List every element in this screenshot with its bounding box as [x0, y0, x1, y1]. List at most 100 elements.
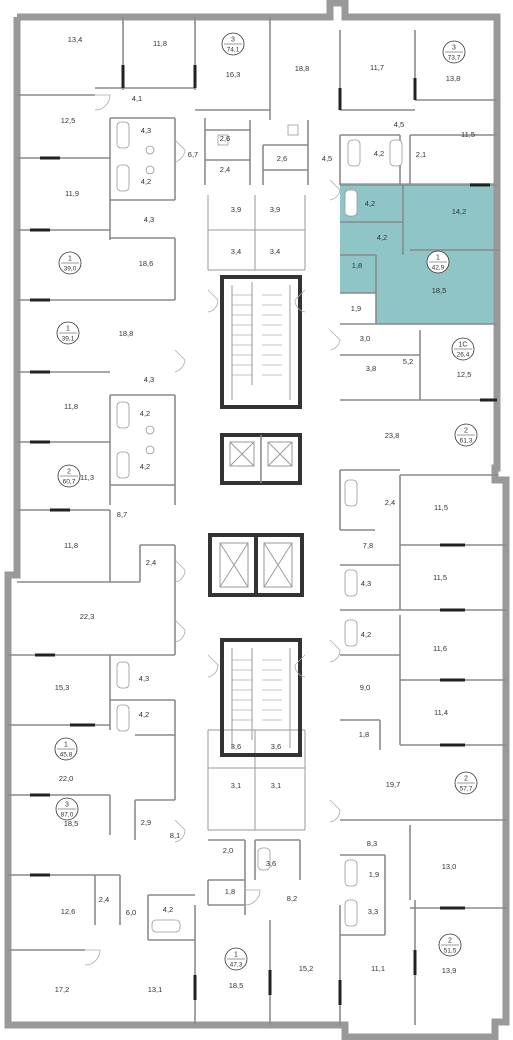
- room-area-label: 3,3: [368, 907, 378, 916]
- room-area-label: 3,6: [271, 742, 281, 751]
- room-area-label: 4,3: [139, 674, 149, 683]
- apartment-total-area: 87,0: [61, 812, 74, 819]
- room-area-label: 18,6: [139, 259, 154, 268]
- room-area-label: 8,1: [170, 831, 180, 840]
- room-area-label: 16,3: [226, 70, 241, 79]
- apartment-marker[interactable]: 373,7: [442, 40, 466, 64]
- room-area-label: 4,2: [361, 630, 371, 639]
- apartment-marker[interactable]: 139,1: [56, 321, 80, 345]
- room-area-label: 4,2: [163, 905, 173, 914]
- room-area-label: 1,9: [351, 304, 361, 313]
- room-area-label: 22,0: [59, 774, 74, 783]
- room-area-label: 11,8: [153, 39, 167, 48]
- room-area-label: 1,9: [369, 870, 379, 879]
- room-area-label: 12,5: [61, 116, 76, 125]
- room-area-label: 4,2: [365, 199, 375, 208]
- apartment-marker[interactable]: 387,0: [55, 797, 79, 821]
- room-area-label: 4,2: [139, 710, 149, 719]
- room-area-label: 4,2: [140, 462, 150, 471]
- room-area-label: 4,5: [394, 120, 404, 129]
- room-area-label: 8,7: [117, 510, 127, 519]
- room-area-label: 5,2: [403, 357, 413, 366]
- bathroom-fixtures: [116, 121, 403, 933]
- room-area-label: 4,3: [144, 375, 154, 384]
- apartment-total-area: 57,7: [460, 786, 473, 793]
- room-area-label: 4,1: [132, 94, 142, 103]
- room-area-label: 11,3: [80, 473, 94, 482]
- room-area-label: 2,4: [220, 165, 230, 174]
- apartment-total-area: 51,5: [444, 948, 457, 955]
- room-area-label: 15,2: [299, 964, 314, 973]
- room-area-label: 2,6: [220, 134, 230, 143]
- room-area-label: 8,3: [367, 839, 377, 848]
- room-area-label: 2,4: [385, 498, 395, 507]
- room-area-label: 13,4: [68, 35, 83, 44]
- apartment-total-area: 39,0: [64, 266, 77, 273]
- room-area-label: 11,4: [434, 708, 448, 717]
- room-area-label: 11,5: [461, 130, 475, 139]
- room-area-label: 2,6: [277, 154, 287, 163]
- apartment-room-count: 3: [231, 37, 235, 44]
- room-area-label: 18,8: [295, 64, 310, 73]
- apartment-marker[interactable]: 145,8: [54, 737, 78, 761]
- room-area-label: 18,8: [119, 329, 134, 338]
- apartment-marker[interactable]: 257,7: [454, 771, 478, 795]
- interior-walls: [8, 17, 506, 1025]
- apartment-room-count: 1: [436, 255, 440, 262]
- windows: [30, 65, 497, 1005]
- room-area-label: 1,8: [359, 730, 369, 739]
- room-area-label: 2,0: [223, 846, 233, 855]
- apartment-marker[interactable]: 260,7: [57, 464, 81, 488]
- room-area-label: 13,9: [442, 966, 457, 975]
- room-area-label: 3,1: [271, 781, 281, 790]
- apartment-marker[interactable]: 261,3: [454, 423, 478, 447]
- room-area-label: 4,3: [141, 126, 151, 135]
- apartment-marker[interactable]: 251,5: [438, 933, 462, 957]
- room-area-label: 2,9: [141, 818, 151, 827]
- room-area-label: 23,8: [385, 431, 400, 440]
- room-area-label: 19,7: [386, 780, 401, 789]
- room-area-label: 12,5: [457, 370, 472, 379]
- room-area-label: 6,7: [188, 150, 198, 159]
- elevator-shafts: [208, 433, 304, 597]
- apartment-marker[interactable]: 139,0: [58, 251, 82, 275]
- room-area-label: 11,6: [433, 644, 447, 653]
- apartment-total-area: 45,8: [60, 752, 73, 759]
- room-area-label: 9,0: [360, 683, 370, 692]
- room-area-label: 4,3: [361, 579, 371, 588]
- apartment-total-area: 26,4: [457, 352, 470, 359]
- room-area-label: 11,8: [64, 402, 78, 411]
- room-area-label: 11,1: [371, 964, 385, 973]
- room-area-label: 2,1: [416, 150, 426, 159]
- apartment-room-count: 3: [452, 45, 456, 52]
- room-area-label: 11,7: [370, 63, 384, 72]
- room-area-label: 3,6: [231, 742, 241, 751]
- room-area-label: 3,4: [270, 247, 280, 256]
- apartment-room-count: 2: [448, 938, 452, 945]
- apartment-marker[interactable]: 147,3: [224, 947, 248, 971]
- room-area-label: 4,3: [144, 215, 154, 224]
- room-area-label: 3,8: [366, 364, 376, 373]
- room-area-label: 12,6: [61, 907, 76, 916]
- room-area-label: 22,3: [80, 612, 95, 621]
- apartment-room-count: 2: [464, 428, 468, 435]
- room-area-label: 13,8: [446, 74, 461, 83]
- room-area-label: 4,2: [377, 233, 387, 242]
- apartment-total-area: 74,1: [227, 47, 240, 54]
- room-area-label: 11,9: [65, 189, 79, 198]
- apartment-marker[interactable]: 374,1: [221, 32, 245, 56]
- room-area-label: 3,9: [231, 205, 241, 214]
- room-area-label: 4,2: [140, 409, 150, 418]
- apartment-room-count: 2: [464, 776, 468, 783]
- room-area-label: 4,2: [141, 177, 151, 186]
- stair-core: [220, 275, 302, 757]
- apartment-room-count: 1: [234, 952, 238, 959]
- apartment-room-count: 3: [65, 802, 69, 809]
- room-area-label: 17,2: [55, 985, 70, 994]
- highlighted-apartment[interactable]: [340, 183, 500, 324]
- room-area-label: 2,4: [146, 558, 156, 567]
- apartment-marker[interactable]: 142,9: [426, 250, 450, 274]
